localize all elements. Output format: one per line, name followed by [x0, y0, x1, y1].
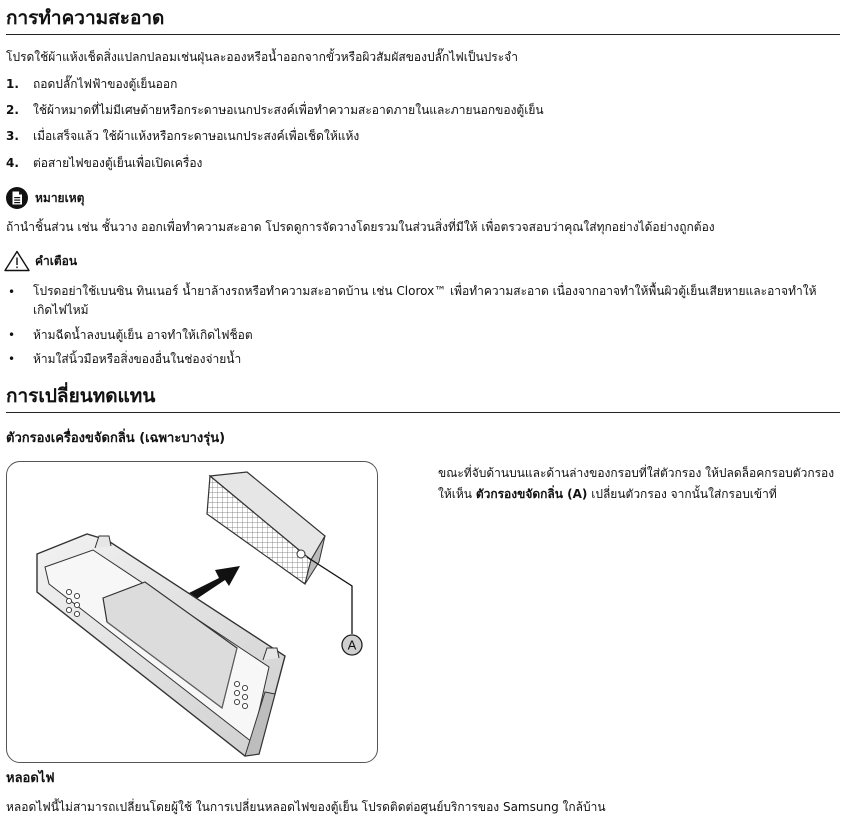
- warning-label: คำเตือน: [35, 254, 78, 268]
- bullet: •: [8, 328, 16, 342]
- step-text: ใช้ผ้าหมาดที่ไม่มีเศษด้ายหรือกระดาษอเนกป…: [33, 103, 544, 117]
- filter-text-start: ขณะที่จับด้านบนและด้านล่างของกรอบที่ใส่ต…: [438, 466, 835, 501]
- step-number: 4.: [6, 156, 19, 170]
- filter-drawing: A: [36, 471, 363, 757]
- filter-frame: [36, 533, 286, 757]
- step-number: 2.: [6, 103, 19, 117]
- lamp-text: หลอดไฟนี้ไม่สามารถเปลี่ยนโดยผู้ใช้ ในการ…: [6, 800, 606, 814]
- cleaning-divider: [6, 34, 840, 35]
- note-text: ถ้านำชิ้นส่วน เช่น ชั้นวาง ออกเพื่อทำควา…: [6, 220, 715, 234]
- note-icon: [5, 186, 29, 214]
- bullet: •: [8, 352, 16, 366]
- step-number: 1.: [6, 77, 19, 91]
- note-label: หมายเหตุ: [35, 191, 85, 205]
- filter-heading: ตัวกรองเครื่องขจัดกลิ่น (เฉพาะบางรุ่น): [6, 431, 226, 446]
- deodorizer-filter: [206, 471, 326, 586]
- replacement-heading: การเปลี่ยนทดแทน: [6, 385, 156, 407]
- replacement-divider: [6, 412, 840, 413]
- filter-instructions: ขณะที่จับด้านบนและด้านล่างของกรอบที่ใส่ต…: [438, 463, 838, 505]
- warning-triangle-icon: [4, 250, 30, 276]
- step-text: ต่อสายไฟของตู้เย็นเพื่อเปิดเครื่อง: [33, 156, 203, 170]
- callout-a-marker: [341, 634, 363, 656]
- warning-item: ห้ามฉีดน้ำลงบนตู้เย็น อาจทำให้เกิดไฟช็อต: [33, 328, 253, 342]
- warning-item: โปรดอย่าใช้เบนซิน ทินเนอร์ น้ำยาล้างรถหร…: [33, 284, 817, 317]
- lamp-heading: หลอดไฟ: [6, 771, 55, 786]
- insert-arrow-icon: [187, 566, 240, 600]
- filter-text-end: เปลี่ยนตัวกรอง จากนั้นใส่กรอบเข้าที่: [587, 487, 777, 501]
- cleaning-intro: โปรดใช้ผ้าแห้งเช็ดสิ่งแปลกปลอมเช่นฝุ่นละ…: [6, 50, 518, 64]
- cleaning-heading: การทำความสะอาด: [6, 7, 165, 29]
- callout-line: [306, 556, 353, 634]
- filter-illustration: A: [6, 461, 378, 763]
- step-text: เมื่อเสร็จแล้ว ใช้ผ้าแห้งหรือกระดาษอเนกป…: [33, 129, 360, 143]
- bullet: •: [8, 285, 16, 299]
- callout-a-label: A: [348, 638, 357, 653]
- warning-item: ห้ามใส่นิ้วมือหรือสิ่งของอื่นในช่องจ่ายน…: [33, 352, 242, 366]
- filter-text-bold: ตัวกรองขจัดกลิ่น (A): [475, 487, 588, 501]
- step-text: ถอดปลั๊กไฟฟ้าของตู้เย็นออก: [33, 77, 178, 91]
- step-number: 3.: [6, 129, 19, 143]
